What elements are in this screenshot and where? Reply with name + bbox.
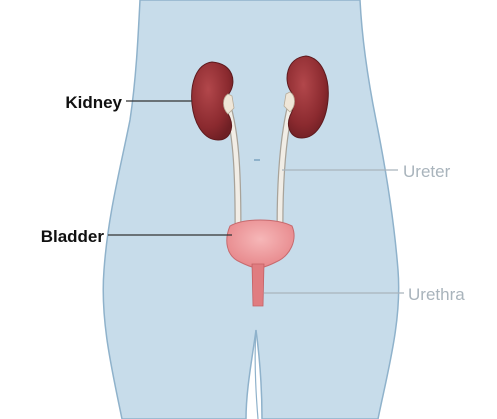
bladder-label: Bladder	[41, 227, 105, 246]
torso-silhouette	[103, 0, 398, 419]
kidney-label: Kidney	[65, 93, 122, 112]
urethra-tube	[252, 264, 264, 306]
urethra-label: Urethra	[408, 285, 465, 304]
ureter-label: Ureter	[403, 162, 451, 181]
